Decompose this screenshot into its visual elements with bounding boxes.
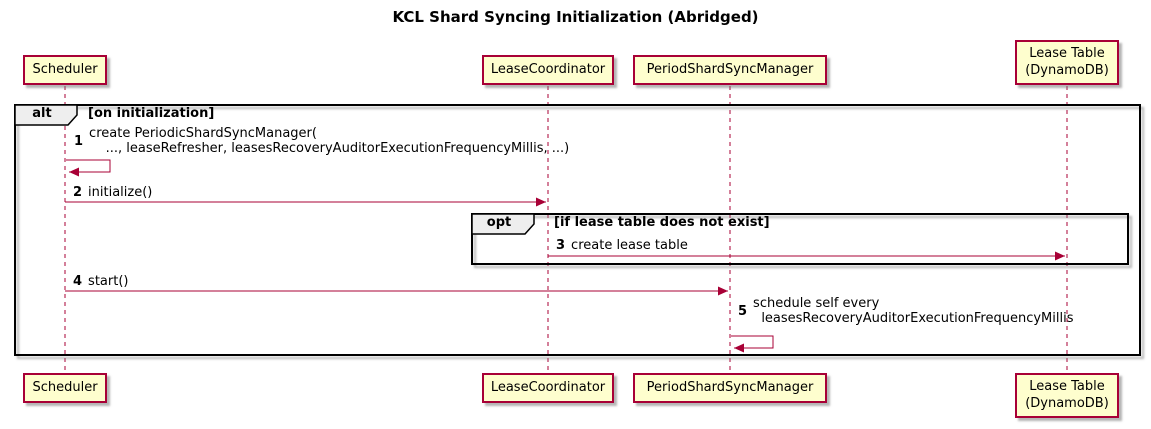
message-text: create PeriodicShardSyncManager( ..., le… [89, 126, 570, 156]
alt-frame-keyword: alt [32, 106, 52, 121]
alt-frame-border [14, 104, 1141, 356]
opt-frame-border [471, 213, 1129, 265]
message-number: 4 [73, 274, 83, 289]
arrow-message-1-self [66, 159, 111, 177]
message-text: start() [88, 274, 129, 289]
participant-label: Lease Table (DynamoDB) [1025, 378, 1109, 411]
message-number: 1 [74, 133, 84, 149]
message-number: 2 [73, 185, 83, 200]
participant-label: Lease Table (DynamoDB) [1025, 45, 1109, 78]
message-3-label: 3 create lease table [556, 238, 688, 253]
participant-period-shard-sync-manager-bottom: PeriodShardSyncManager [633, 373, 827, 403]
participant-lease-table-bottom: Lease Table (DynamoDB) [1015, 373, 1119, 418]
message-5-label: 5 schedule self every leasesRecoveryAudi… [738, 296, 1074, 326]
diagram-title: KCL Shard Syncing Initialization (Abridg… [392, 8, 759, 26]
participant-label: PeriodShardSyncManager [646, 379, 814, 395]
opt-frame-keyword: opt [486, 215, 512, 230]
participant-lease-coordinator-bottom: LeaseCoordinator [482, 373, 614, 403]
participant-label: Scheduler [32, 379, 98, 395]
message-text: create lease table [571, 238, 688, 253]
opt-frame-guard: [if lease table does not exist] [554, 215, 770, 230]
message-number: 3 [556, 238, 566, 253]
participant-label: LeaseCoordinator [490, 379, 606, 395]
alt-frame-pentagon [14, 104, 78, 126]
alt-frame-guard: [on initialization] [88, 106, 215, 121]
message-text: initialize() [88, 185, 153, 200]
participant-period-shard-sync-manager-top: PeriodShardSyncManager [633, 55, 827, 85]
message-2-label: 2 initialize() [73, 185, 152, 200]
message-number: 5 [738, 303, 748, 319]
message-text: schedule self every leasesRecoveryAudito… [753, 296, 1074, 326]
participant-lease-coordinator-top: LeaseCoordinator [482, 55, 614, 85]
participant-lease-table-top: Lease Table (DynamoDB) [1015, 40, 1119, 85]
participant-label: Scheduler [32, 61, 98, 77]
arrow-message-5-self [731, 335, 774, 353]
participant-scheduler-bottom: Scheduler [23, 373, 107, 403]
participant-label: LeaseCoordinator [490, 61, 606, 77]
message-1-label: 1 create PeriodicShardSyncManager( ..., … [74, 126, 569, 156]
message-4-label: 4 start() [73, 274, 128, 289]
opt-frame-pentagon [471, 213, 535, 235]
participant-scheduler-top: Scheduler [23, 55, 107, 85]
participant-label: PeriodShardSyncManager [646, 61, 814, 77]
